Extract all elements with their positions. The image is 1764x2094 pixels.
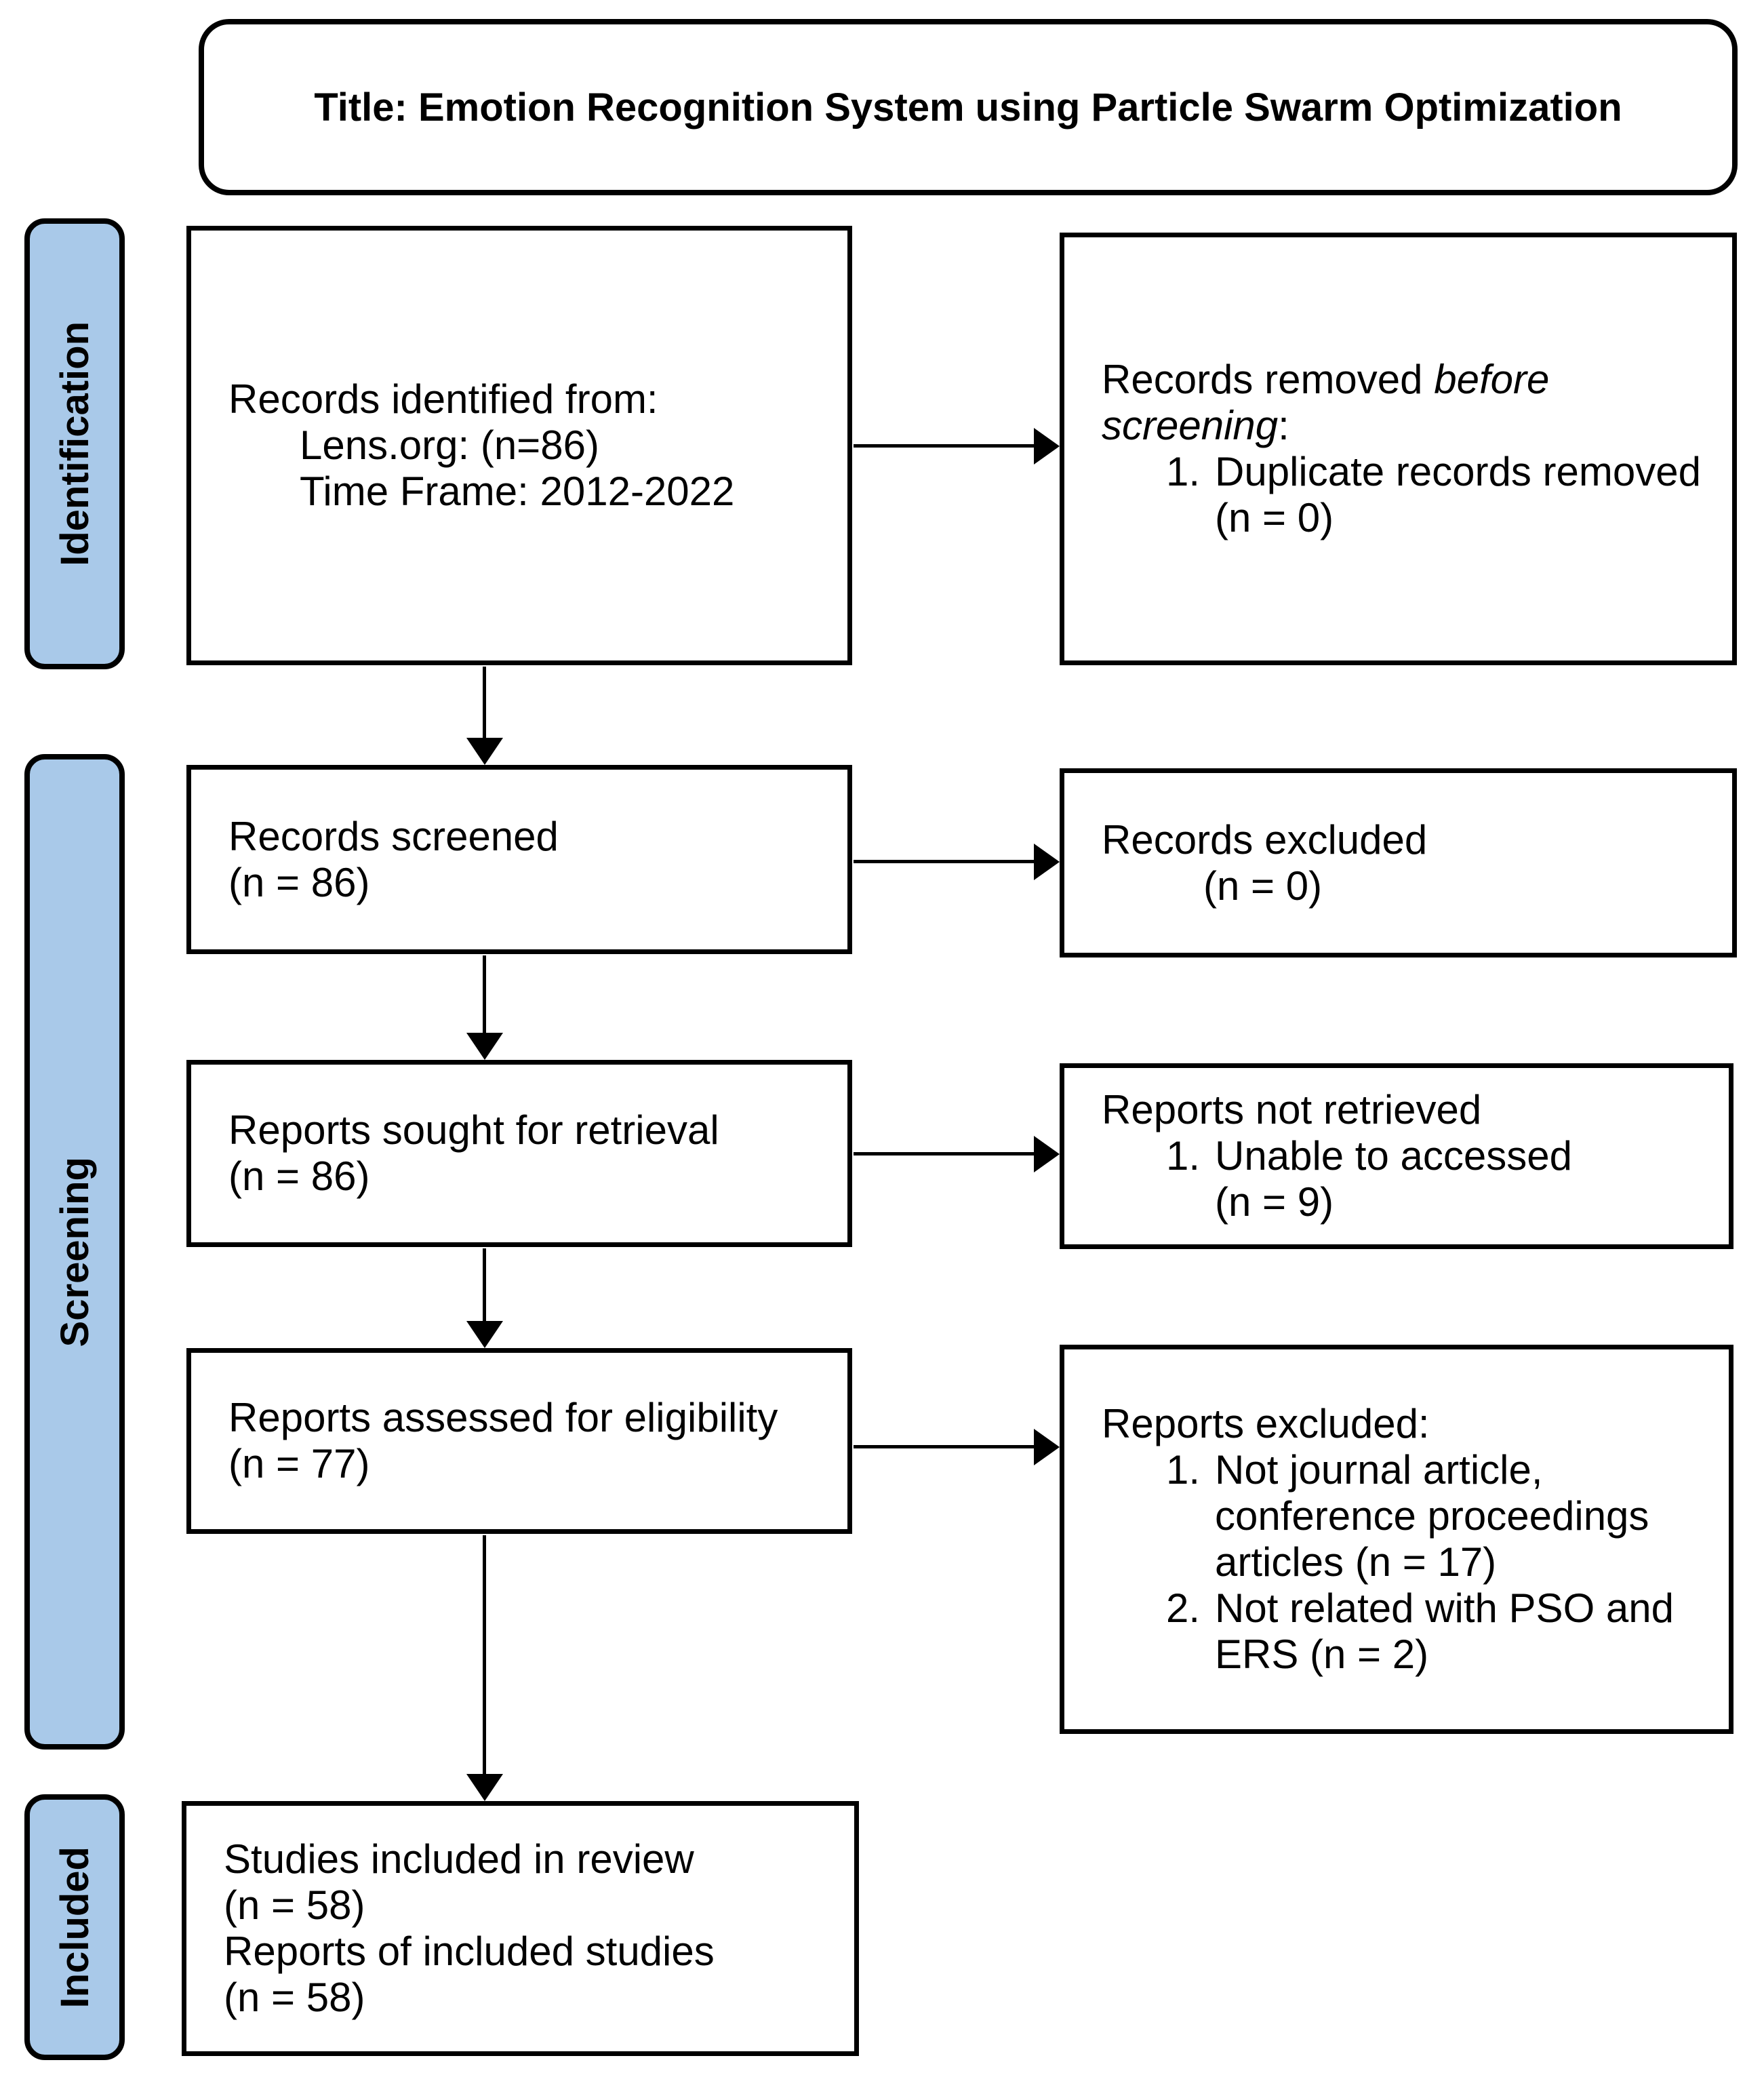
stage-label-identification: Identification <box>52 321 97 566</box>
list-number: 1. <box>1166 1447 1201 1493</box>
arrow-down-sought-to-assessed <box>483 1248 486 1321</box>
records-identified-details: Lens.org: (n=86) Time Frame: 2012-2022 <box>300 422 735 514</box>
box-records-identified: Records identified from: Lens.org: (n=86… <box>186 226 852 665</box>
box-records-removed: Records removed before screening: 1. Dup… <box>1060 233 1737 665</box>
arrow-right-assessed-to-excluded <box>854 1445 1034 1448</box>
list-count: (n = 9) <box>1215 1179 1334 1225</box>
box-records-screened: Records screened (n = 86) <box>186 765 852 954</box>
box-records-excluded: Records excluded (n = 0) <box>1060 768 1737 957</box>
records-identified-heading: Records identified from: <box>228 376 658 422</box>
box-reports-excluded: Reports excluded: 1. Not journal article… <box>1060 1345 1733 1734</box>
arrow-down-assessed-to-included <box>483 1535 486 1774</box>
list-number: 2. <box>1166 1585 1201 1631</box>
list-text: Duplicate records removed <box>1215 449 1701 494</box>
reports-excluded-heading: Reports excluded: <box>1102 1401 1430 1446</box>
box-reports-assessed: Reports assessed for eligibility (n = 77… <box>186 1348 852 1534</box>
arrow-down-screened-to-sought <box>483 955 486 1033</box>
list-text: Not journal article, conference proceedi… <box>1215 1447 1649 1585</box>
list-text: Unable to accessed <box>1215 1133 1572 1179</box>
title-box: Title: Emotion Recognition System using … <box>199 19 1738 195</box>
records-removed-heading: Records removed before screening: <box>1102 357 1550 448</box>
list-number: 1. <box>1166 449 1201 494</box>
records-excluded-heading: Records excluded <box>1102 816 1428 863</box>
list-number: 1. <box>1166 1133 1201 1179</box>
stage-label-included: Included <box>52 1846 97 2009</box>
list-text: Not related with PSO and ERS (n = 2) <box>1215 1585 1675 1677</box>
studies-included-text: Studies included in review (n = 58) Repo… <box>224 1836 715 2020</box>
reports-not-retrieved-heading: Reports not retrieved <box>1102 1087 1482 1132</box>
reports-not-retrieved-item-1: 1. Unable to accessed (n = 9) <box>1166 1133 1708 1225</box>
stage-bar-included: Included <box>24 1794 125 2060</box>
arrow-right-sought-to-not-retrieved <box>854 1152 1034 1155</box>
list-count: (n = 0) <box>1215 495 1334 540</box>
box-studies-included: Studies included in review (n = 58) Repo… <box>182 1801 859 2056</box>
arrow-right-identified-to-removed <box>854 444 1034 448</box>
box-reports-not-retrieved: Reports not retrieved 1. Unable to acces… <box>1060 1063 1733 1249</box>
arrow-right-screened-to-excluded <box>854 860 1034 863</box>
reports-sought-text: Reports sought for retrieval (n = 86) <box>228 1107 719 1199</box>
stage-bar-screening: Screening <box>24 754 125 1750</box>
reports-excluded-item-1: 1. Not journal article, conference proce… <box>1166 1447 1708 1585</box>
arrow-down-identified-to-screened <box>483 667 486 738</box>
box-reports-sought: Reports sought for retrieval (n = 86) <box>186 1060 852 1247</box>
records-screened-text: Records screened (n = 86) <box>228 813 559 905</box>
records-excluded-count: (n = 0) <box>1203 863 1323 909</box>
reports-assessed-text: Reports assessed for eligibility (n = 77… <box>228 1395 778 1486</box>
diagram-title: Title: Emotion Recognition System using … <box>314 85 1622 130</box>
stage-bar-identification: Identification <box>24 218 125 669</box>
reports-excluded-item-2: 2. Not related with PSO and ERS (n = 2) <box>1166 1585 1708 1678</box>
records-removed-item-1: 1. Duplicate records removed (n = 0) <box>1166 449 1712 541</box>
stage-label-screening: Screening <box>52 1156 97 1347</box>
